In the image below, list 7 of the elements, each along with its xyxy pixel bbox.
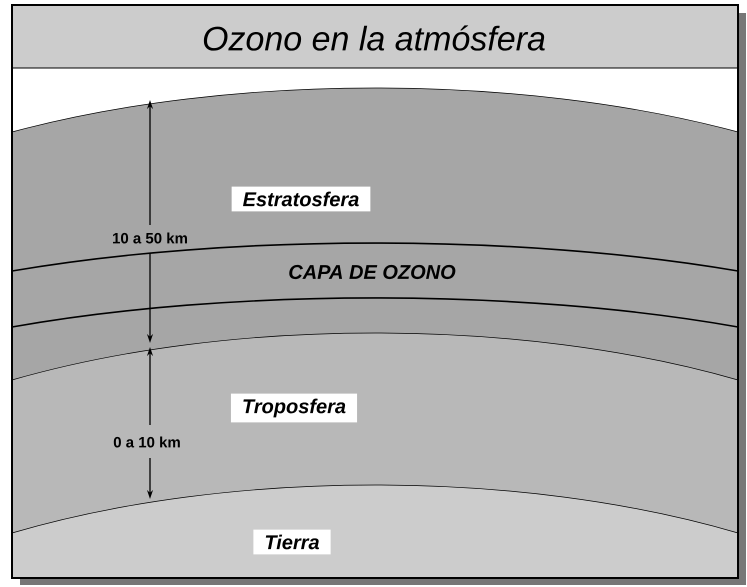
band-label: CAPA DE OZONO (289, 264, 456, 280)
layer-label: Tierra (253, 530, 331, 554)
layer-label: Estratosfera (232, 186, 370, 212)
dimension-label: 0 a 10 km (114, 436, 180, 448)
dimension-label: 10 a 50 km (113, 232, 187, 244)
layer-label: Troposfera (230, 394, 358, 422)
title: Ozono en la atmósfera (204, 25, 545, 51)
